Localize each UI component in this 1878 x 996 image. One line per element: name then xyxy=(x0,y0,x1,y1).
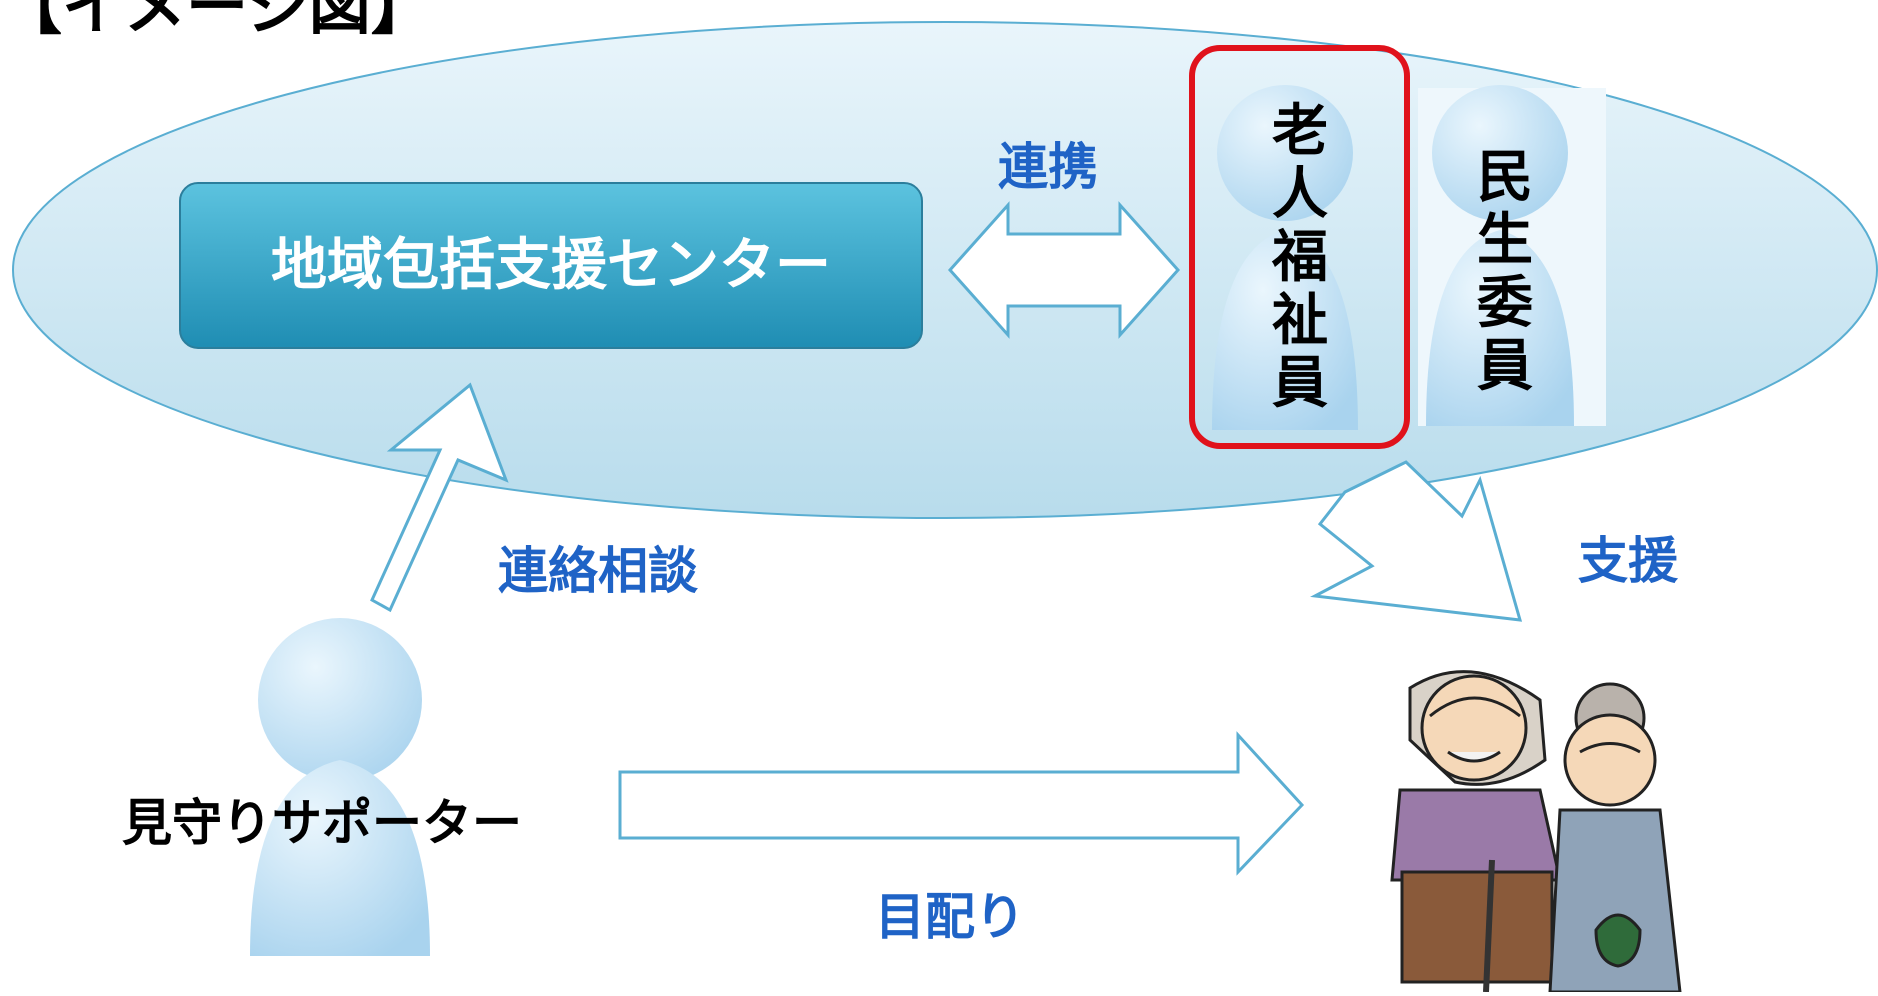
role-char: 委 xyxy=(1477,271,1533,336)
role-char: 福 xyxy=(1271,225,1328,290)
page-title: 【イメージ図】 xyxy=(0,0,433,43)
consult-arrow-icon xyxy=(370,382,509,613)
elderly-woman-icon xyxy=(1548,682,1682,994)
center-label: 地域包括支援センター xyxy=(271,233,831,298)
role-char: 老 xyxy=(1272,99,1328,164)
role-char: 人 xyxy=(1272,162,1328,227)
welfare-commissioner-figure xyxy=(1418,85,1606,426)
support-arrow-icon xyxy=(1310,460,1523,622)
support-label: 支援 xyxy=(1578,532,1679,590)
elderly-welfare-label: 老 人 福 祉 員 xyxy=(1271,99,1328,416)
role-char: 員 xyxy=(1272,351,1328,416)
welfare-commissioner-label: 民 生 委 員 xyxy=(1477,145,1533,399)
role-char: 民 xyxy=(1477,145,1533,210)
watch-arrow-icon xyxy=(618,731,1305,876)
role-char: 祉 xyxy=(1272,288,1328,353)
elderly-couple-icon xyxy=(1390,670,1682,994)
elderly-welfare-figure xyxy=(1212,85,1358,430)
watch-label: 目配り xyxy=(875,888,1025,946)
partner-label: 連携 xyxy=(998,138,1098,196)
community-ellipse xyxy=(12,21,1878,519)
elderly-man-icon xyxy=(1390,670,1562,993)
supporter-figure xyxy=(250,618,430,956)
role-char: 員 xyxy=(1477,334,1533,399)
highlight-frame xyxy=(1189,45,1410,449)
consult-label: 連絡相談 xyxy=(498,542,698,600)
double-arrow-icon xyxy=(947,201,1181,339)
role-char: 生 xyxy=(1477,208,1533,273)
supporter-label: 見守りサポーター xyxy=(122,794,522,852)
center-box xyxy=(179,182,923,349)
